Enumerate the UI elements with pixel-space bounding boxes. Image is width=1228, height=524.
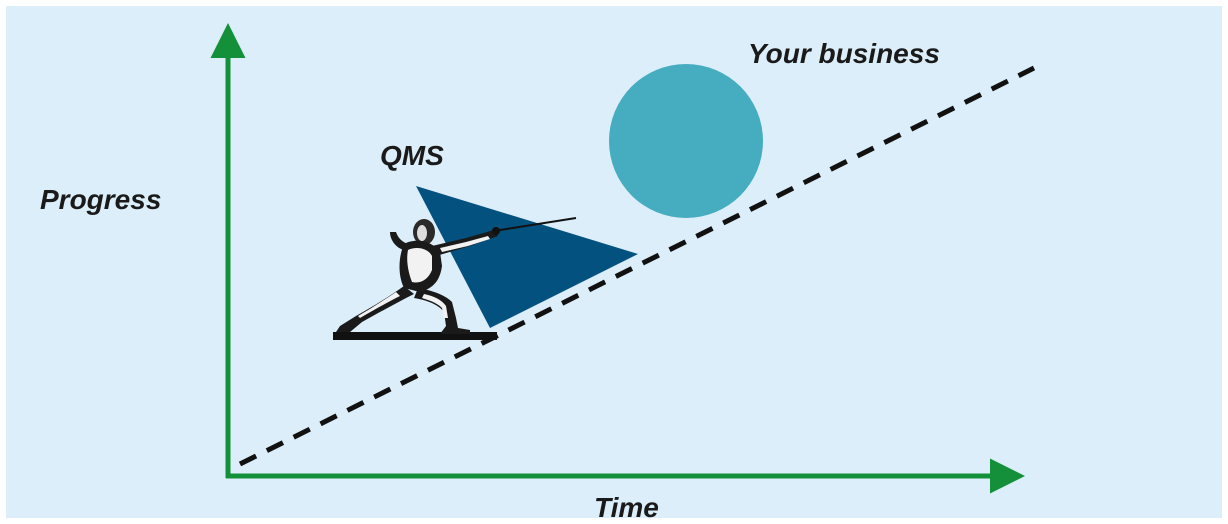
business-ball — [609, 64, 763, 218]
fencer-platform — [333, 332, 497, 340]
qms-label: QMS — [380, 140, 444, 171]
business-label: Your business — [748, 38, 940, 69]
y-axis-label: Progress — [40, 184, 161, 215]
x-axis-label: Time — [594, 492, 659, 523]
qms-wedge — [416, 186, 638, 328]
fencer-icon — [336, 217, 577, 334]
